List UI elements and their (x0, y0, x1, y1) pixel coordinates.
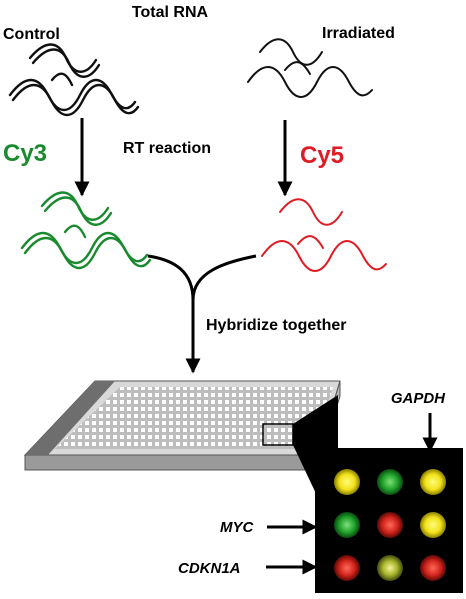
array-spot-yellow (334, 469, 360, 495)
total-rna-title: Total RNA (132, 4, 209, 21)
array-spot-red (377, 512, 403, 538)
control-rna-strands (8, 43, 140, 117)
array-spot-yellow-green (377, 555, 403, 581)
array-spot-red (420, 555, 446, 581)
hybridize-merge-arrow (147, 254, 257, 374)
array-spot-green (377, 469, 403, 495)
gapdh-label: GAPDH (391, 390, 446, 407)
control-label: Control (3, 26, 60, 43)
array-spot-red (334, 555, 360, 581)
cy5-label: Cy5 (300, 142, 344, 169)
myc-label: MYC (220, 519, 255, 536)
cy3-labeled-cdna-strands (20, 191, 152, 270)
rt-reaction-label: RT reaction (123, 140, 211, 157)
array-spot-green (334, 512, 360, 538)
irradiated-label: Irradiated (322, 25, 395, 42)
array-spots (334, 469, 446, 581)
array-spot-yellow (420, 512, 446, 538)
microarray-slide (23, 380, 341, 471)
cy5-labeled-cdna-strands (261, 198, 387, 272)
array-spot-yellow (420, 469, 446, 495)
hybridize-label: Hybridize together (206, 317, 346, 334)
cy3-label: Cy3 (3, 140, 47, 167)
cdkn1a-label: CDKN1A (178, 560, 241, 577)
irradiated-rna-strands (247, 38, 373, 98)
